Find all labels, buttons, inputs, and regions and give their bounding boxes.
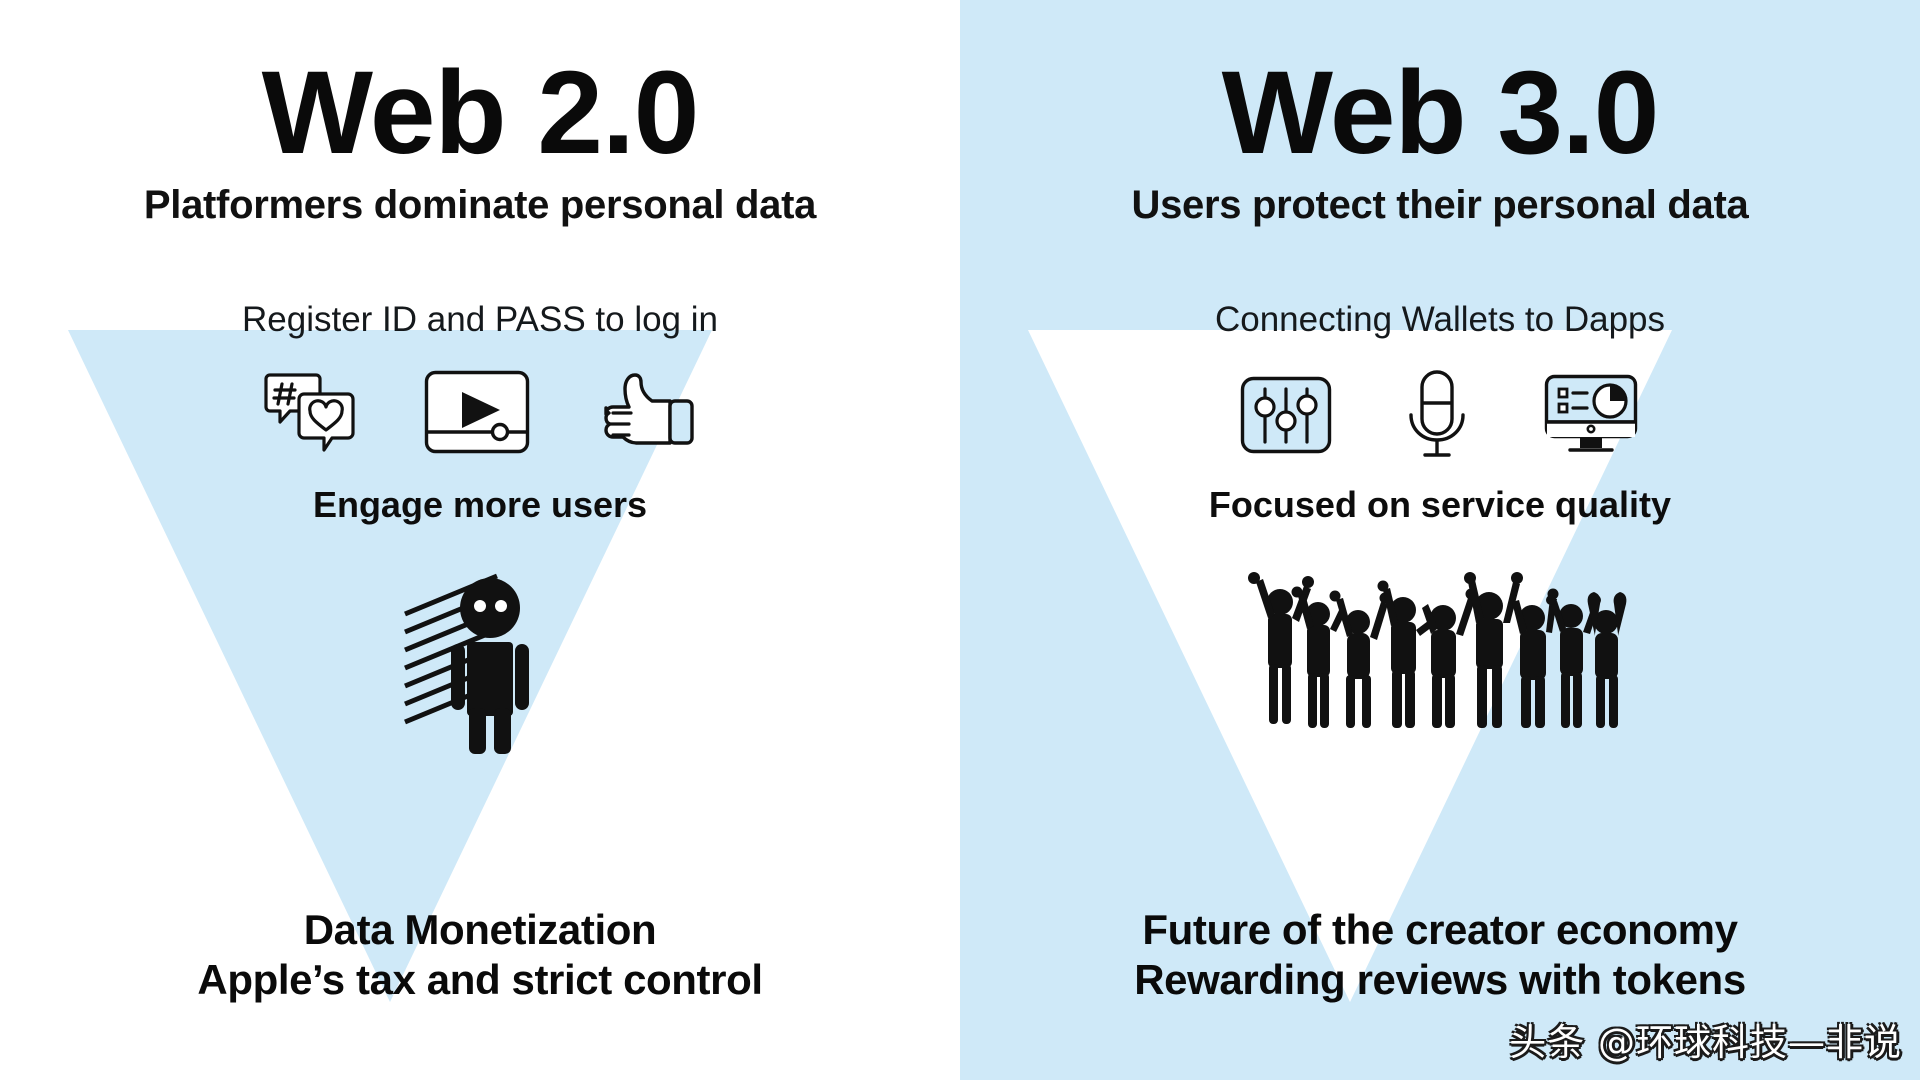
web2-icon-row xyxy=(0,368,960,456)
web2-footer-line-2: Apple’s tax and strict control xyxy=(197,955,763,1003)
web2-step-one-text: Register ID and PASS to log in xyxy=(242,300,718,339)
analytics-monitor-icon xyxy=(1542,372,1640,458)
web3-footer: Future of the creator economy Rewarding … xyxy=(960,905,1920,1004)
web2-title: Web 2.0 xyxy=(261,47,700,179)
web2-footer-line-1: Data Monetization xyxy=(303,906,657,953)
web3-footer-line-2: Rewarding reviews with tokens xyxy=(1134,955,1746,1003)
web3-step-one-text: Connecting Wallets to Dapps xyxy=(1214,300,1666,339)
web2-step-two-text: Engage more users xyxy=(312,484,648,525)
equalizer-sliders-icon xyxy=(1240,376,1332,454)
video-player-icon xyxy=(424,370,530,454)
web3-subtitle: Users protect their personal data xyxy=(1131,183,1749,227)
column-web3: Web 3.0 Users protect their personal dat… xyxy=(960,0,1920,1080)
web3-title: Web 3.0 xyxy=(1221,47,1660,179)
web3-footer-line-1: Future of the creator economy xyxy=(1142,906,1738,953)
source-watermark: 头条 @环球科技—非说 xyxy=(1509,1021,1902,1064)
web2-subtitle: Platformers dominate personal data xyxy=(143,183,817,227)
web3-icon-row xyxy=(960,368,1920,462)
web2-footer: Data Monetization Apple’s tax and strict… xyxy=(0,905,960,1004)
hashtag-heart-chat-icon xyxy=(264,368,356,456)
funnel-triangle-web2 xyxy=(68,330,712,1002)
web3-step-two-text: Focused on service quality xyxy=(1208,484,1672,525)
cheering-crowd-icon xyxy=(960,560,1920,730)
column-web2: Web 2.0 Platformers dominate personal da… xyxy=(0,47,960,1004)
microphone-icon xyxy=(1398,368,1476,462)
surveilled-person-icon xyxy=(0,556,960,756)
thumbs-up-icon xyxy=(598,369,696,455)
